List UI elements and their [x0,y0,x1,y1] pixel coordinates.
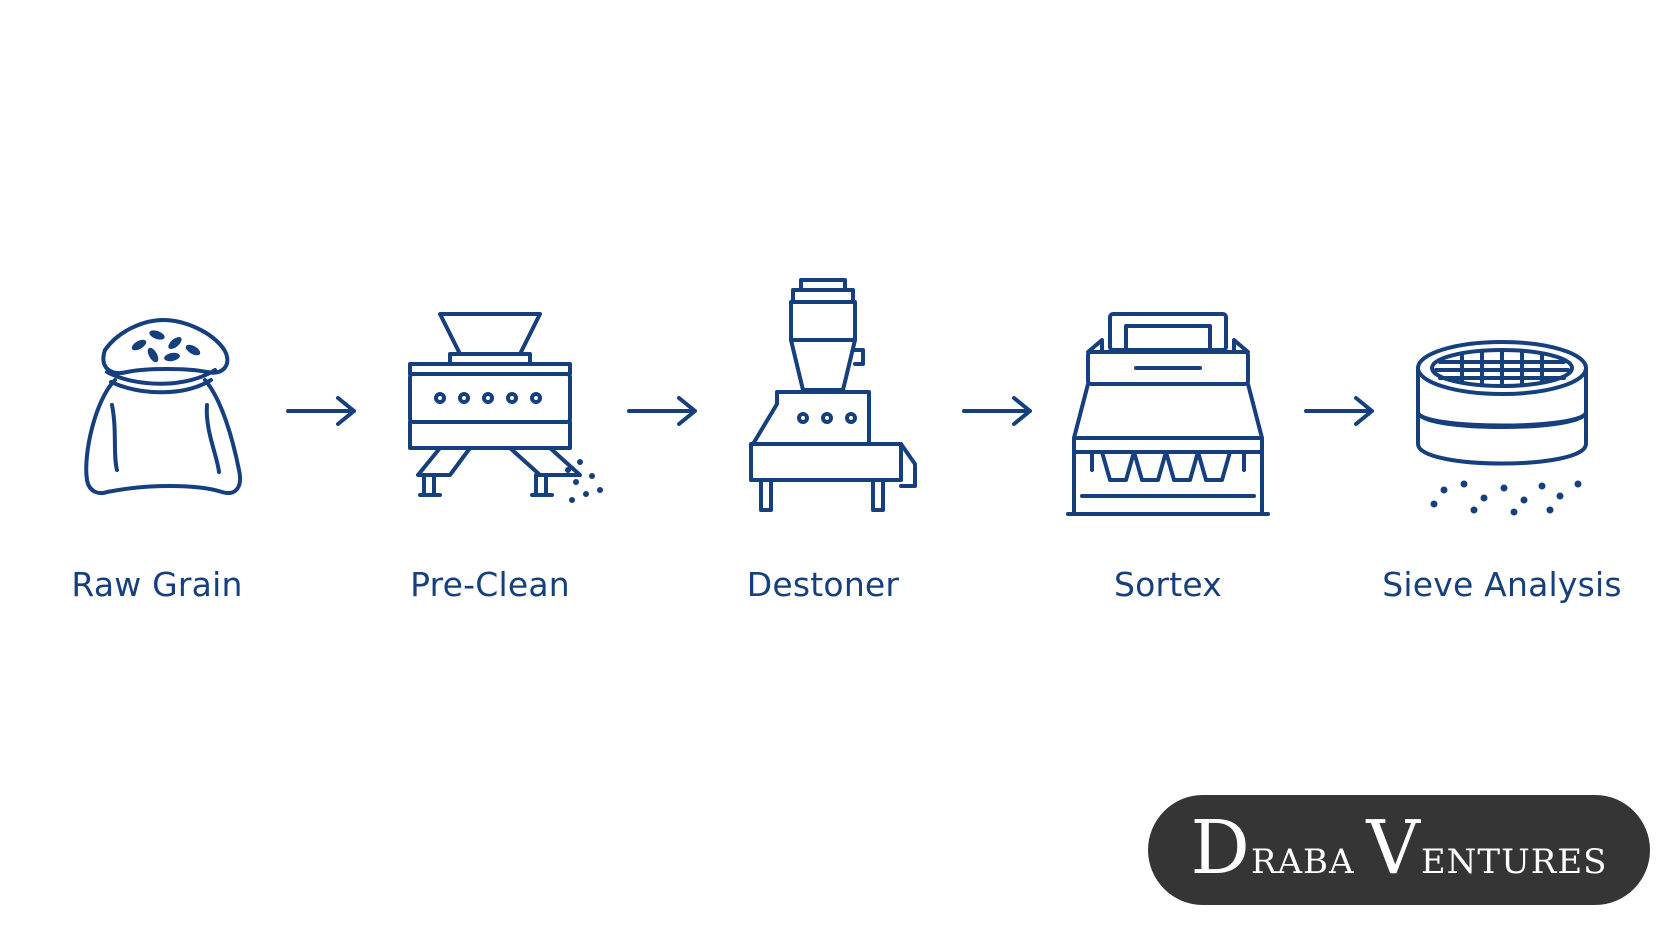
right-arrow-icon [627,396,697,426]
right-arrow-icon [286,396,356,426]
watermark-initial-v: V [1366,805,1421,891]
destoner-machine-icon [749,278,917,512]
step-label: Sieve Analysis [1382,565,1622,604]
step-label: Sortex [1113,565,1223,604]
watermark-initial-d: D [1190,805,1251,891]
step-label: Pre-Clean [410,565,570,604]
right-arrow-icon [1304,396,1374,426]
step-raw-grain: Raw Grain [7,0,307,604]
watermark-badge: DRABA VENTURES [1148,795,1650,905]
step-sortex: Sortex [1018,0,1318,604]
step-sieve-analysis: Sieve Analysis [1352,0,1652,604]
step-label: Destoner [746,565,900,604]
step-label: Raw Grain [71,565,243,604]
pre-cleaner-machine-icon [408,312,603,503]
grain-sack-icon [84,318,242,496]
right-arrow-icon [962,396,1032,426]
step-pre-clean: Pre-Clean [340,0,640,604]
watermark-text: DRABA VENTURES [1148,811,1650,885]
watermark-word1-rest: RABA [1250,842,1355,882]
color-sorter-machine-icon [1066,312,1270,516]
watermark-word2-rest: ENTURES [1420,842,1608,882]
step-destoner: Destoner [673,0,973,604]
sieve-icon [1416,340,1588,516]
